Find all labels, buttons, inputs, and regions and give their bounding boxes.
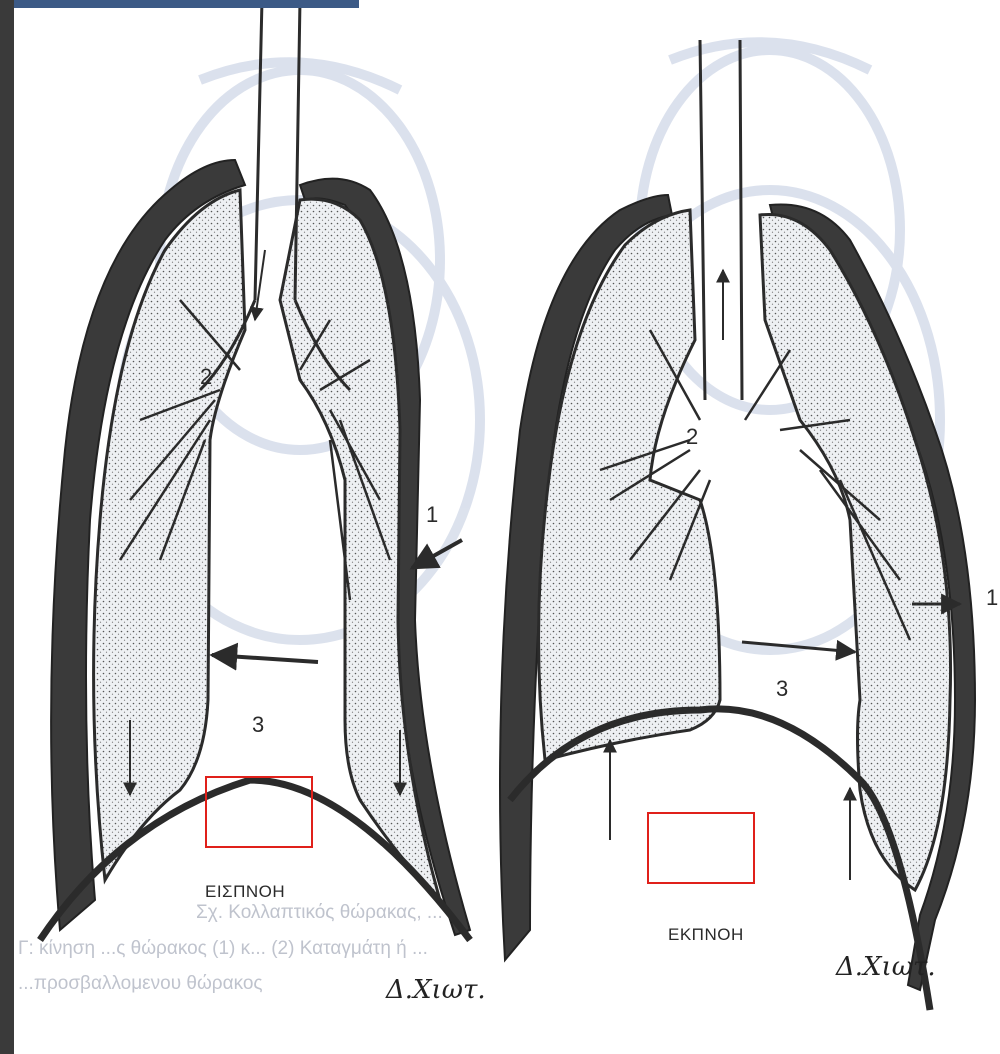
left-label-1: 1 bbox=[426, 502, 438, 528]
right-signature: Δ.Χιωτ. bbox=[836, 952, 936, 982]
left-signature: Δ.Χιωτ. bbox=[386, 975, 486, 1005]
left-highlight-box bbox=[205, 776, 313, 848]
caption-line-1: Σχ. Κολλαπτικός θώρακας, ... bbox=[196, 902, 443, 924]
right-trachea bbox=[700, 40, 742, 400]
caption-line-2: Γ: κίνηση ...ς θώρακος (1) κ... (2) Κατα… bbox=[18, 938, 428, 960]
right-title-expiration: ΕΚΠΝΟΗ bbox=[668, 925, 744, 945]
caption-line-3: ...προσβαλλομενου θώρακος bbox=[18, 973, 263, 995]
left-dark-bar bbox=[0, 0, 14, 1054]
left-title-inspiration: ΕΙΣΠΝΟΗ bbox=[205, 882, 285, 902]
right-label-1: 1 bbox=[986, 585, 998, 611]
left-label-3: 3 bbox=[252, 712, 264, 738]
right-highlight-box bbox=[647, 812, 755, 884]
right-label-3: 3 bbox=[776, 676, 788, 702]
right-label-2: 2 bbox=[686, 424, 698, 450]
top-blue-bar bbox=[14, 0, 359, 8]
left-label-2: 2 bbox=[200, 364, 212, 390]
left-arrow-3 bbox=[212, 655, 318, 662]
